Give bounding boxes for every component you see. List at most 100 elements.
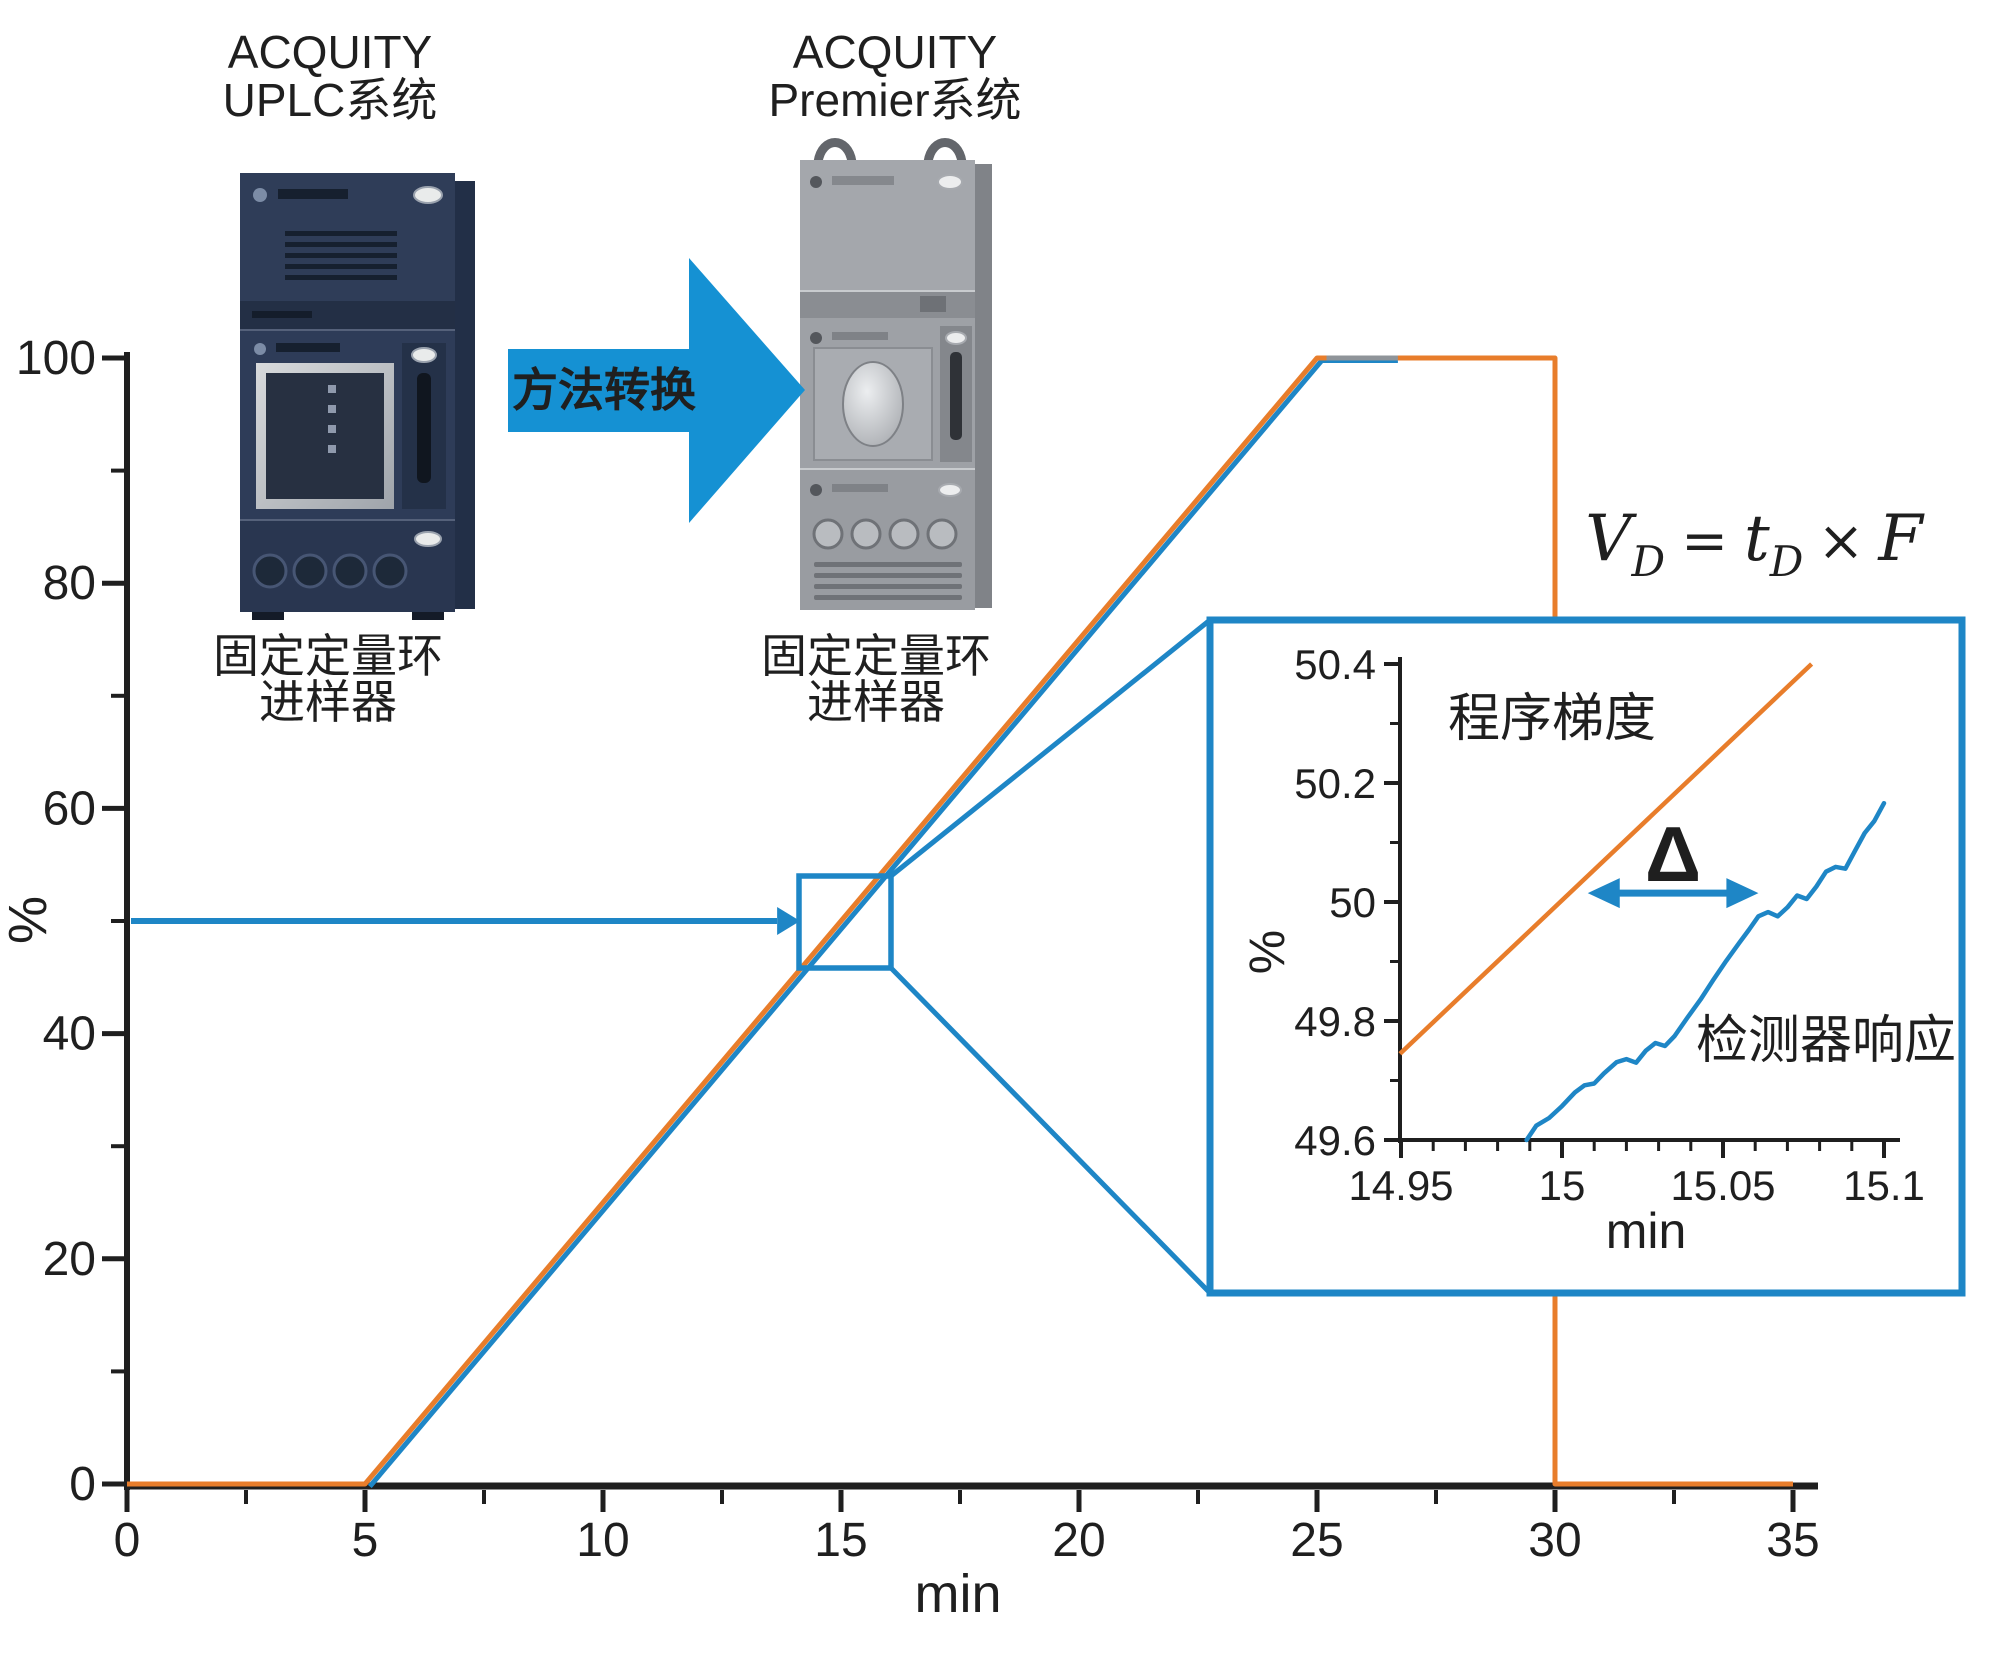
delta-arrow-head-left	[1587, 878, 1620, 909]
zoom-cone-bottom-line	[889, 966, 1212, 1295]
reference-arrow-head	[777, 907, 801, 935]
main-y-tick-label: 80	[43, 557, 96, 610]
uplc-label-bar	[278, 189, 348, 199]
formula-V-sub: D	[1630, 537, 1665, 586]
uplc-foot-right	[412, 612, 444, 620]
inset-response-label: 检测器响应	[1696, 1012, 1956, 1070]
formula-F: F	[1877, 502, 1925, 576]
uplc-heading-line1: ACQUITY	[228, 26, 432, 78]
uplc-knobs	[252, 553, 408, 589]
main-chart: 0 5 10 15 20 25 30 35 0 20 40 60 80 100 min %	[0, 332, 1820, 1624]
delta-symbol: Δ	[1645, 810, 1701, 898]
uplc-logo-oval	[413, 186, 443, 204]
main-x-axis-title: min	[914, 1564, 1001, 1624]
uplc-logo-oval-3	[414, 531, 442, 547]
uplc-caption-line1: 固定定量环	[213, 630, 443, 682]
inset-y-tick-label: 50.4	[1294, 641, 1376, 688]
inset-y-tick-label: 50	[1329, 879, 1376, 926]
main-x-tick-label: 30	[1528, 1514, 1581, 1567]
inset-y-tick-label: 49.8	[1294, 998, 1376, 1045]
main-x-ticks	[124, 1490, 1796, 1512]
premier-logo-oval	[937, 174, 963, 190]
inset-x-tick-label: 14.95	[1348, 1162, 1453, 1209]
premier-power-button-2	[810, 332, 822, 344]
uplc-seam-1	[240, 329, 455, 331]
inset-x-tick-labels: 14.95 15 15.05 15.1	[1348, 1162, 1924, 1209]
main-x-tick-label: 0	[114, 1514, 141, 1567]
main-y-tick-label: 20	[43, 1233, 96, 1286]
inset-box	[1206, 616, 1966, 1297]
premier-caption-line2: 进样器	[807, 676, 945, 728]
main-x-tick-label: 20	[1052, 1514, 1105, 1567]
main-y-tick-label: 40	[43, 1008, 96, 1061]
zoom-indicator-rect	[796, 873, 894, 971]
inset-x-ticks	[1399, 1140, 1886, 1158]
zoom-cone-top-line	[889, 618, 1212, 878]
premier-label-bar-2	[832, 332, 888, 340]
main-y-tick-label: 100	[16, 332, 96, 385]
formula-times: ×	[1817, 509, 1864, 574]
inset-x-tick-label: 15.1	[1843, 1162, 1925, 1209]
uplc-seam-2	[240, 519, 455, 521]
method-transfer-arrow: 方法转换	[508, 258, 805, 523]
detector-response-line-inset	[1524, 800, 1887, 1143]
main-y-tick-label: 60	[43, 782, 96, 835]
uplc-instrument-image	[240, 173, 475, 620]
premier-door-handle-lens	[842, 361, 904, 447]
delta-arrow-head-right	[1726, 878, 1759, 909]
uplc-column-slot	[417, 373, 431, 483]
premier-latch	[920, 296, 946, 312]
premier-power-button	[810, 176, 822, 188]
main-x-tick-label: 35	[1766, 1514, 1819, 1567]
formula-t: t	[1744, 502, 1770, 576]
inset-x-tick-label: 15.05	[1670, 1162, 1775, 1209]
premier-handle-right	[923, 138, 967, 164]
uplc-window-interior	[266, 373, 384, 499]
delta-annotation: Δ	[1587, 810, 1759, 909]
uplc-interior-indicators	[328, 385, 336, 453]
inset-gradient-label: 程序梯度	[1448, 690, 1656, 748]
reference-level-arrow	[131, 907, 801, 935]
premier-column-slot	[950, 352, 962, 440]
transfer-arrow-head	[689, 258, 805, 523]
main-x-tick-label: 10	[576, 1514, 629, 1567]
inset-x-tick-label: 15	[1539, 1162, 1586, 1209]
premier-caption-line1: 固定定量环	[761, 630, 991, 682]
premier-label-bar-3	[832, 484, 888, 492]
premier-instrument-image	[800, 138, 992, 610]
main-x-tick-label: 25	[1290, 1514, 1343, 1567]
program-gradient-line-inset	[1398, 662, 1814, 1056]
premier-heading-line2: Premier系统	[768, 74, 1021, 126]
uplc-vent-grille	[285, 231, 397, 280]
inset-y-ticks	[1384, 662, 1400, 1142]
premier-buttons	[812, 518, 958, 550]
inset-y-tick-label: 49.6	[1294, 1117, 1376, 1164]
uplc-label-bar-2	[276, 343, 340, 352]
premier-drawer-band	[800, 292, 975, 318]
main-x-tick-label: 5	[352, 1514, 379, 1567]
uplc-caption-line2: 进样器	[259, 676, 397, 728]
main-y-axis-title: %	[0, 896, 58, 944]
inset-y-axis-title: %	[1239, 930, 1295, 974]
uplc-logo-oval-2	[411, 347, 437, 363]
premier-seam-2	[800, 468, 975, 470]
main-y-tick-label: 0	[69, 1458, 96, 1511]
uplc-heading-line2: UPLC系统	[223, 74, 438, 126]
uplc-side-panel	[455, 181, 475, 609]
premier-seam-1	[800, 290, 975, 292]
main-y-ticks	[102, 355, 124, 1487]
premier-logo-oval-3	[938, 483, 962, 497]
premier-label-bar	[832, 176, 894, 185]
transfer-arrow-label: 方法转换	[512, 364, 696, 416]
inset-x-axis-title: min	[1606, 1203, 1687, 1259]
uplc-drawer-slot	[252, 311, 312, 318]
dwell-volume-formula: VD=tD×F	[1585, 502, 1925, 586]
uplc-power-button	[253, 188, 267, 202]
premier-handle-left	[813, 138, 857, 164]
formula-V: V	[1585, 502, 1637, 576]
premier-vent-grille	[814, 562, 962, 600]
